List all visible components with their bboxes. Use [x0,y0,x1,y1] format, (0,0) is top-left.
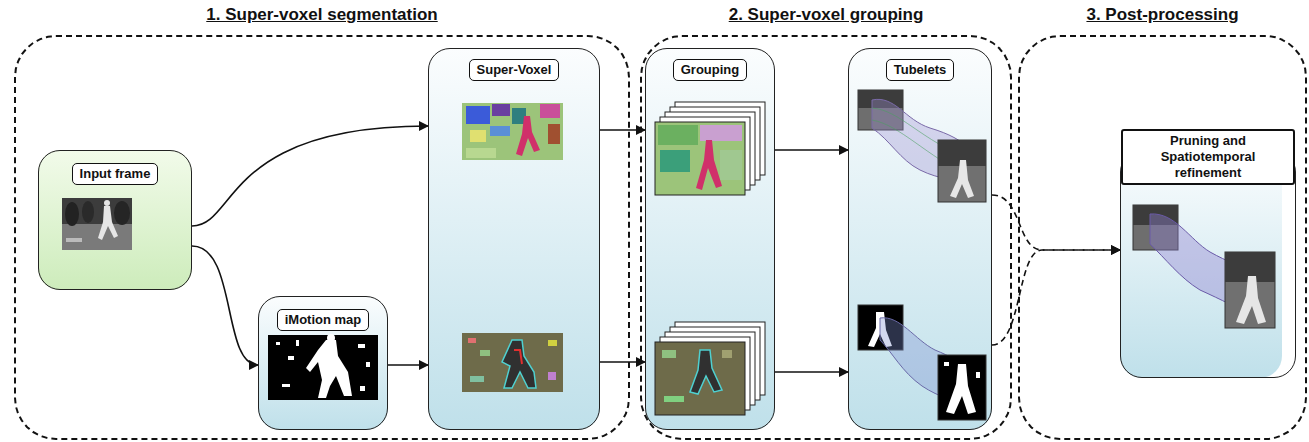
supervoxel-image [468,338,476,343]
supervoxel-image [466,106,490,124]
flow-arrow [600,361,645,363]
motion-map [282,384,290,387]
grouping-stack [700,125,742,141]
input-photo [62,198,132,250]
grouping-stack [655,102,765,415]
tubelet-drawing [944,362,949,366]
grouping-stack [655,122,745,195]
supervoxel-image [462,333,563,392]
stage-title: 3. Post-processing [1086,5,1238,25]
grouping-stack [696,140,722,190]
refined-tube [1236,276,1266,324]
box-ground [38,48,1282,430]
supervoxel-image [470,376,484,382]
motion-map [327,334,335,342]
grouping-stack [690,350,722,394]
flow-arrow [600,129,645,131]
motion-map [296,340,299,346]
supervoxel-image [462,103,563,392]
input-photo [62,198,132,250]
grouping-stack [655,342,745,415]
supervoxel-box: Super-Voxel [428,48,600,430]
motion-map [268,334,378,400]
box-label: Tubelets [886,59,955,81]
output-box: Pruning and Spatiotemporal refinement [1120,150,1296,378]
input-photo [65,202,79,226]
tubelet-box: Tubelets [848,48,992,430]
box-label: Super-Voxel [469,59,560,81]
motion-map [366,362,370,367]
box-ground [38,150,192,290]
refined-tube [1133,205,1275,328]
motion-map [268,335,378,400]
motion-box: iMotion map [258,296,388,430]
refined-tube [1225,252,1275,328]
stage-title: 2. Super-voxel grouping [729,5,924,25]
flow-arrow [388,364,428,366]
grouping-stack [660,150,690,172]
dashed-frame [1018,35,1307,440]
grouping-stack [720,150,742,180]
motion-map [276,342,280,345]
tubelet-drawing [858,90,986,420]
motion-map [306,340,352,398]
grouping-stack [664,396,684,402]
flow-arrow [192,246,258,365]
stage-region: 2. Super-voxel groupingGrouping Tubelets [640,0,1012,442]
flow-arrow [775,149,848,151]
flow-arrow [192,126,428,226]
grouping-stack [722,350,732,358]
supervoxel-image [548,124,560,144]
grouping-box: Grouping [645,48,775,430]
supervoxel-image [502,340,536,388]
tubelet-drawing [976,372,980,378]
stage-region: 3. Post-processingPruning and Spatiotemp… [1018,0,1307,442]
supervoxel-image [466,148,496,158]
tubelet-drawing [938,355,986,420]
box-ground [258,296,388,430]
motion-map [358,344,365,348]
supervoxel-image [540,104,560,118]
stage-region: 1. Super-voxel segmentationInput frame iM… [14,0,630,442]
box-ground [645,48,775,430]
box-label: iMotion map [277,309,370,331]
supervoxel-image [492,104,510,116]
grouping-stack [662,350,676,358]
dashed-frame [14,35,630,440]
box-label: Grouping [673,59,748,81]
dashed-frame [640,35,1012,440]
input-photo [66,238,82,242]
tubelet-drawing [950,160,974,198]
input-photo [98,206,118,240]
input-photo [82,201,94,223]
tubelet-drawing [938,140,986,202]
input-photo [114,201,130,225]
grouping-stack [658,125,698,145]
supervoxel-image [480,350,490,356]
box-ground [848,48,992,430]
box-ground [428,48,600,430]
supervoxel-image [548,340,557,346]
supervoxel-image [514,350,522,364]
supervoxel-image [548,372,556,380]
flow-arrow [775,371,848,373]
supervoxel-image [462,103,563,160]
stage-title: 1. Super-voxel segmentation [206,5,437,25]
box-label: Pruning and Spatiotemporal refinement [1121,129,1295,185]
input-box: Input frame [38,150,192,290]
motion-map [360,386,365,391]
tubelet-drawing [946,364,976,414]
supervoxel-image [516,116,540,156]
supervoxel-image [490,126,510,136]
motion-map [288,356,294,360]
supervoxel-image [470,130,486,142]
input-photo [104,200,110,206]
box-label: Input frame [72,163,159,185]
